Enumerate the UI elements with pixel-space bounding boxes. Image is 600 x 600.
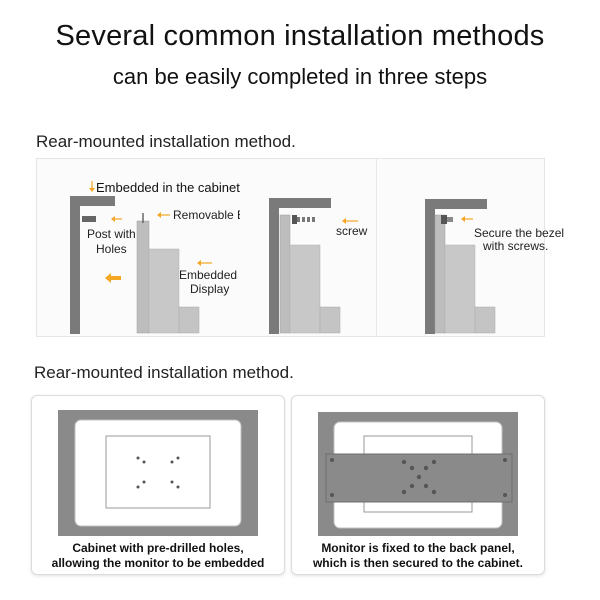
pre-drilled-cabinet-diagram [58,410,258,536]
step-3-diagram [425,199,496,334]
bezel [434,214,446,334]
arrow-left-icon [197,260,212,266]
post-with-holes [82,216,96,222]
card-1-caption-line2: allowing the monitor to be embedded [51,556,265,570]
embedded-display [148,248,180,334]
arrow-left-icon [157,212,170,218]
arrow-down-icon [89,181,95,192]
cabinet-wall [70,196,80,334]
display [289,244,321,334]
back-panel-mount-diagram [318,412,518,536]
card-2-caption-line1: Monitor is fixed to the back panel, [321,541,515,555]
label-secure-bezel-line1: Secure the bezel [474,226,565,240]
arrow-left-icon [461,216,473,222]
screen-outline [105,435,211,509]
section-2-label: Rear-mounted installation method. [34,363,294,382]
removable-bezel [136,220,150,334]
step-1-panel: Embedded in the cabinet Removable Bezel … [37,159,267,336]
arrow-left-icon [342,218,358,224]
label-secure-bezel-line2: with screws. [483,239,549,253]
card-2-caption-line2: which is then secured to the cabinet. [312,556,524,570]
label-holes: Holes [96,242,127,256]
screw-icon [441,215,453,224]
page-subtitle: can be easily completed in three steps [112,64,488,89]
bezel [279,214,291,334]
display [444,244,476,334]
step-3-panel: Secure the bezel with screws. [377,159,564,336]
cabinet-wall [425,199,435,334]
arrow-left-icon [111,216,122,222]
card-pre-drilled-cabinet: Cabinet with pre-drilled holes, allowing… [31,395,285,575]
card-1-caption-line1: Cabinet with pre-drilled holes, [72,541,244,555]
label-post-with: Post with [87,227,136,241]
step-2-diagram [269,198,358,334]
card-1-caption: Cabinet with pre-drilled holes, allowing… [32,541,284,571]
bracket-holes [330,458,507,497]
card-back-panel-mount: Monitor is fixed to the back panel, whic… [291,395,545,575]
label-embedded: Embedded [179,268,238,282]
cabinet-top [70,196,115,206]
label-screw: screw [336,224,368,238]
step-2-panel: screw [240,159,377,336]
cabinet-wall [269,198,279,334]
installation-steps-panel: Embedded in the cabinet Removable Bezel … [36,158,564,337]
mounting-holes [136,456,180,489]
arrow-left-icon [105,273,121,283]
cabinet-top [269,198,331,208]
section-1-label: Rear-mounted installation method. [36,132,296,151]
page-title: Several common installation methods [55,20,545,52]
screw-icon [292,215,315,224]
step-1-diagram [70,181,212,334]
label-embedded-in-cabinet: Embedded in the cabinet [96,180,240,195]
label-display: Display [190,282,230,296]
cabinet-top [425,199,487,209]
card-2-caption: Monitor is fixed to the back panel, whic… [292,541,544,571]
